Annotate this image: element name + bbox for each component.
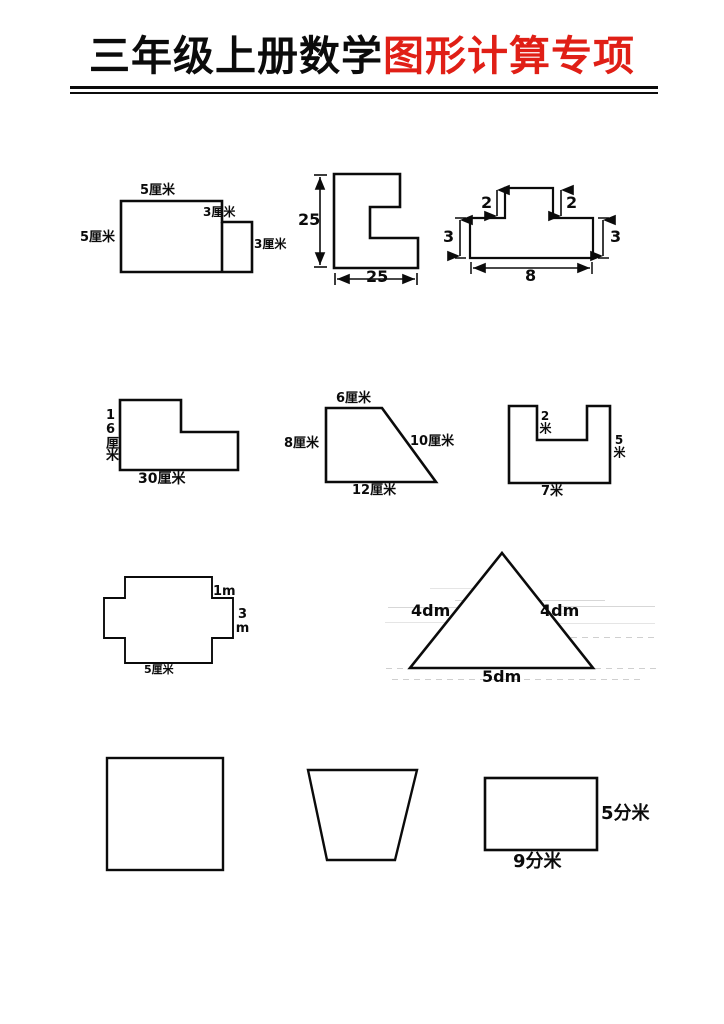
right-trapezoid-drawing (324, 406, 439, 484)
figure-u-shape: 2米 5米 7米 (495, 395, 655, 500)
label-base-width: 8 (525, 266, 537, 285)
scan-artifact-line (560, 637, 655, 638)
label-right-side: 3m (235, 607, 250, 635)
figure-cross-shape: 1m 3m 5厘米 (95, 565, 285, 680)
cross-shape-outline (103, 576, 234, 664)
cross-shape-drawing (103, 576, 234, 664)
scan-artifact-line (392, 679, 642, 680)
figure-right-trapezoid: 6厘米 8厘米 10厘米 12厘米 (284, 390, 490, 505)
rectangle-dm-drawing (483, 776, 599, 852)
label-left-side: 16厘米 (103, 408, 118, 460)
label-right-side: 4dm (540, 601, 580, 620)
l-shape-cm-outline (118, 398, 240, 472)
l-shape-25-drawing (314, 172, 420, 285)
t-shape-drawing (447, 184, 616, 274)
label-bottom: 7米 (541, 484, 564, 499)
page-title-black-text: 三年级上册数学 (89, 32, 383, 80)
scan-artifact-line (388, 607, 458, 608)
page-title: 三年级上册数学图形计算专项 (0, 32, 724, 80)
rectangle-dm-outline (483, 776, 599, 852)
u-shape-drawing (507, 404, 612, 485)
right-trapezoid-outline (324, 406, 439, 484)
page-title-red-text: 图形计算专项 (383, 32, 635, 80)
scan-artifact-line (560, 606, 655, 607)
label-right-side: 3厘米 (254, 237, 287, 251)
label-tab-width: 1m (213, 584, 236, 599)
label-right-side: 5分米 (601, 803, 650, 824)
step-rectangles-drawing (119, 199, 254, 274)
label-left-side: 4dm (411, 601, 451, 620)
inverted-trapezoid-drawing (306, 768, 419, 862)
triangle-outline (407, 550, 596, 670)
label-right-notch: 2 (566, 193, 578, 212)
plain-square-outline (105, 756, 225, 872)
label-bottom: 12厘米 (352, 483, 397, 498)
label-left-side: 5厘米 (80, 230, 116, 245)
u-shape-outline (507, 404, 612, 485)
label-right-height: 3 (610, 227, 622, 246)
inverted-trapezoid-outline (306, 768, 419, 862)
figure-t-shape: 2 2 3 3 8 (443, 168, 630, 290)
step-rectangles-outline (119, 199, 254, 274)
label-bottom: 30厘米 (138, 471, 186, 487)
title-underline-thick (70, 86, 658, 89)
scan-artifact-line (430, 588, 510, 589)
title-underline-thin (70, 92, 658, 94)
label-base: 5dm (482, 667, 522, 686)
label-width: 25 (366, 267, 389, 286)
label-top-right: 3厘米 (203, 205, 236, 219)
figure-l-shape-cm: 16厘米 30厘米 (95, 390, 270, 495)
label-top-left: 5厘米 (140, 183, 176, 198)
label-bottom: 9分米 (513, 851, 562, 872)
triangle-drawing (407, 550, 596, 670)
label-height: 25 (298, 210, 321, 229)
label-left-height: 3 (443, 227, 455, 246)
l-shape-25-outline (332, 172, 420, 270)
figure-l-shape-25: 25 25 (298, 165, 450, 290)
label-left-notch: 2 (481, 193, 493, 212)
figure-plain-square (95, 750, 245, 890)
label-right-side: 5米 (612, 433, 626, 457)
label-top: 6厘米 (336, 391, 372, 406)
label-left: 8厘米 (284, 436, 320, 451)
plain-square-drawing (105, 756, 225, 872)
figure-triangle: 4dm 4dm 5dm (385, 545, 635, 685)
scan-artifact-line (545, 623, 655, 624)
label-notch-depth: 2米 (538, 409, 552, 433)
label-bottom: 5厘米 (144, 663, 174, 676)
l-shape-cm-drawing (118, 398, 240, 472)
figure-step-rectangles: 5厘米 5厘米 3厘米 3厘米 (80, 180, 290, 290)
figure-rectangle-dm: 5分米 9分米 (465, 765, 675, 895)
figure-inverted-trapezoid (285, 750, 435, 890)
label-slant: 10厘米 (410, 434, 455, 449)
title-underline (70, 86, 658, 94)
